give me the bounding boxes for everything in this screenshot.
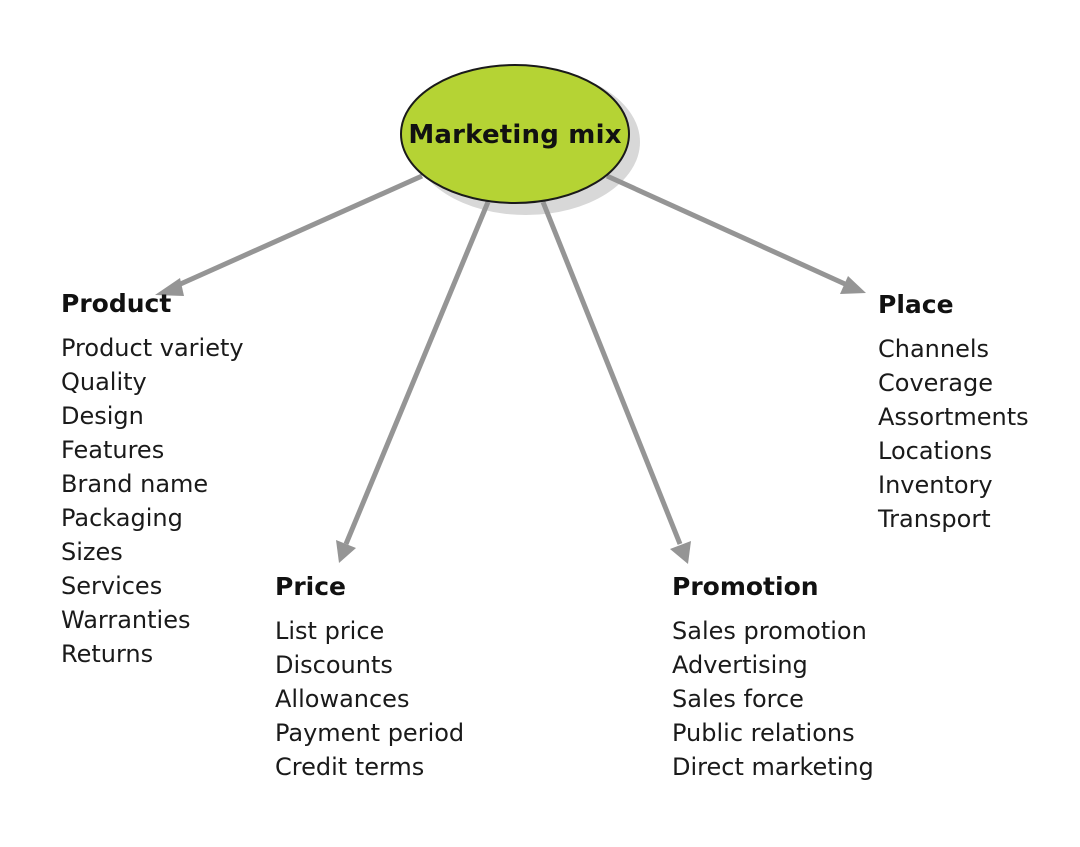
price-heading: Price xyxy=(275,572,346,601)
list-item: Public relations xyxy=(672,719,855,747)
list-item: Sales promotion xyxy=(672,617,867,645)
list-item: Services xyxy=(61,572,163,600)
arrow-to-price xyxy=(343,201,491,545)
list-item: Advertising xyxy=(672,651,808,679)
list-item: Warranties xyxy=(61,606,191,634)
arrowhead-promotion xyxy=(670,541,691,564)
list-item: List price xyxy=(275,617,385,645)
arrowhead-place xyxy=(840,276,866,294)
list-item: Brand name xyxy=(61,470,209,498)
list-item: Direct marketing xyxy=(672,753,874,781)
list-item: Payment period xyxy=(275,719,465,747)
price-item-list: List price Discounts Allowances Payment … xyxy=(275,614,464,784)
list-item: Allowances xyxy=(275,685,410,713)
list-item: Credit terms xyxy=(275,753,425,781)
list-item: Sizes xyxy=(61,538,123,566)
marketing-mix-label: Marketing mix xyxy=(408,120,622,150)
list-item: Returns xyxy=(61,640,154,668)
arrow-to-place xyxy=(605,173,847,287)
list-item: Assortments xyxy=(878,403,1029,431)
place-group: Place Channels Coverage Assortments Loca… xyxy=(878,288,1029,536)
list-item: Product variety xyxy=(61,334,244,362)
list-item: Channels xyxy=(878,335,990,363)
list-item: Features xyxy=(61,436,165,464)
list-item: Sales force xyxy=(672,685,804,713)
product-group: Product Product variety Quality Design F… xyxy=(61,287,244,671)
list-item: Packaging xyxy=(61,504,183,532)
promotion-heading: Promotion xyxy=(672,572,819,601)
product-heading: Product xyxy=(61,289,172,318)
price-group: Price List price Discounts Allowances Pa… xyxy=(275,570,464,784)
list-item: Inventory xyxy=(878,471,993,499)
product-item-list: Product variety Quality Design Features … xyxy=(61,331,244,671)
arrow-to-promotion xyxy=(540,201,683,545)
list-item: Design xyxy=(61,402,144,430)
arrow-to-product xyxy=(174,173,424,289)
arrowhead-price xyxy=(336,540,356,563)
place-item-list: Channels Coverage Assortments Locations … xyxy=(878,332,1029,536)
promotion-group: Promotion Sales promotion Advertising Sa… xyxy=(672,570,874,784)
place-heading: Place xyxy=(878,290,954,319)
list-item: Locations xyxy=(878,437,993,465)
list-item: Discounts xyxy=(275,651,393,679)
list-item: Transport xyxy=(878,505,991,533)
promotion-item-list: Sales promotion Advertising Sales force … xyxy=(672,614,874,784)
list-item: Coverage xyxy=(878,369,993,397)
marketing-mix-node xyxy=(400,64,630,204)
list-item: Quality xyxy=(61,368,147,396)
arrowhead-product xyxy=(155,278,184,296)
